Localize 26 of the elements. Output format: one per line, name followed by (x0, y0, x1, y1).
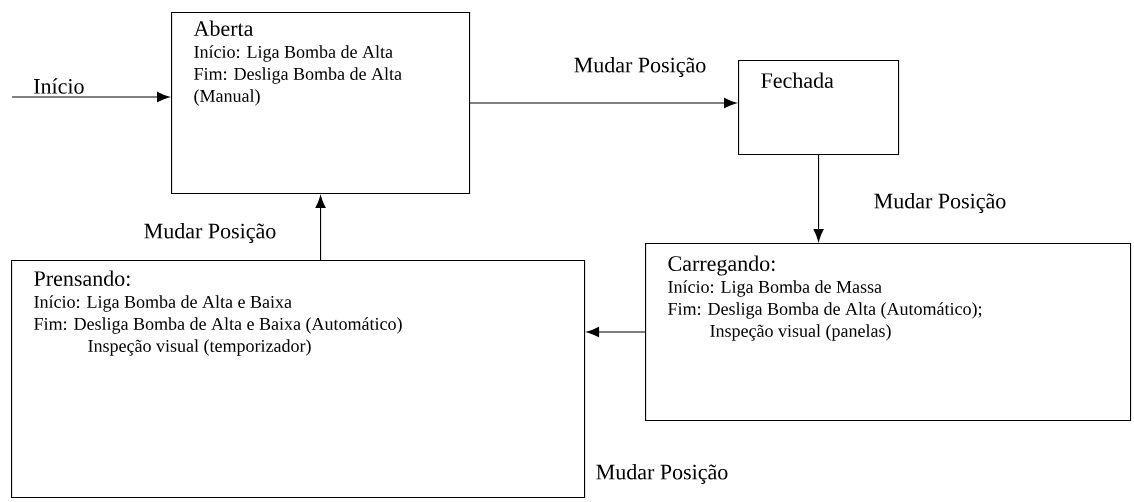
state-action: Início: Liga Bomba de Alta e Baixa (34, 295, 292, 312)
edge-label: Mudar Posição (572, 56, 708, 78)
state-title: Prensando: (34, 270, 130, 287)
state-action: Início: Liga Bomba de Massa (668, 280, 882, 297)
transition-label: Mudar Posição (596, 464, 728, 484)
state-box (11, 260, 586, 499)
state-action: Fim: Desliga Bomba de Alta (Manual) (194, 67, 402, 106)
edge-label: Mudar Posição (142, 222, 278, 244)
arrow (11, 91, 170, 103)
state-title: Aberta (193, 20, 254, 37)
state-box (645, 243, 1132, 422)
state-action: Inspeção visual (panelas) (710, 324, 891, 341)
state-box (171, 12, 471, 195)
state-action: Fim: Desliga Bomba de Alta e Baixa (Automático) (34, 317, 402, 334)
state-action: Inspeção visual (temporizador) (88, 339, 311, 356)
arrow (315, 195, 326, 261)
arrow (469, 98, 737, 109)
state-title: Carregando: (668, 255, 775, 276)
edge-label: Início (32, 77, 86, 95)
arrow (586, 326, 646, 338)
state-action: Início: Liga Bomba de Alta (194, 45, 393, 62)
edge-label: Mudar Posição (872, 192, 1008, 214)
state-box (738, 60, 900, 156)
state-title: Fechada (761, 72, 834, 89)
state-action: Fim: Desliga Bomba de Alta (Automático); (668, 302, 982, 319)
arrow (813, 154, 824, 242)
